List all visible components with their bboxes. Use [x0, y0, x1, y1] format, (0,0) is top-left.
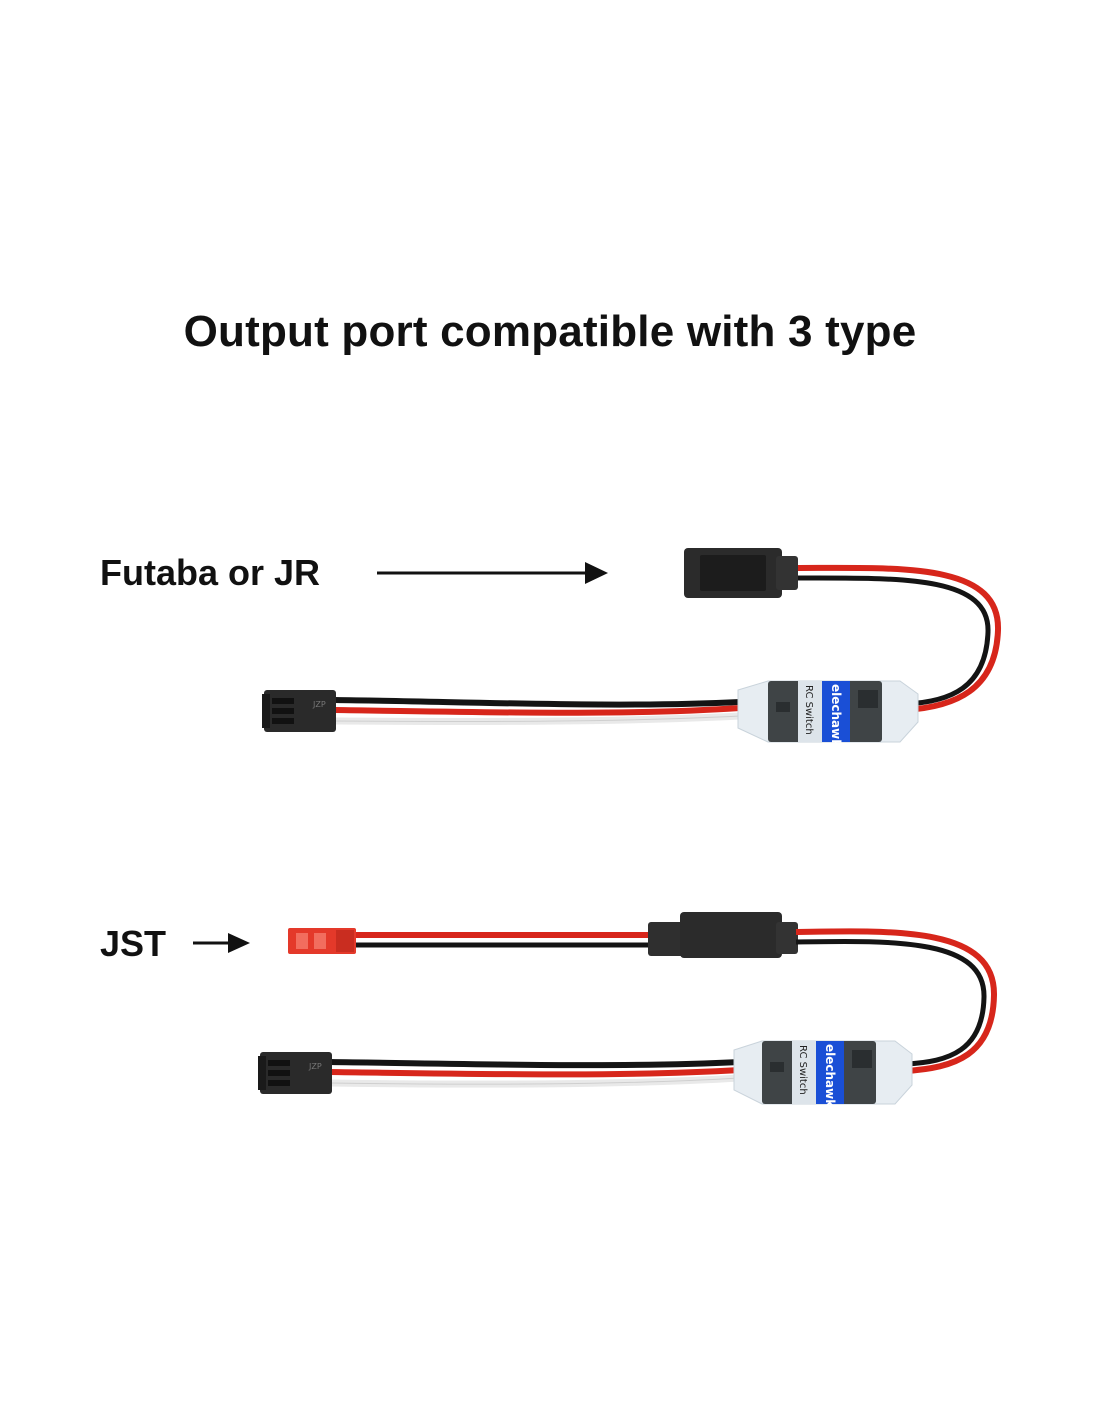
rc-switch-module-bottom: elechawk RC Switch [733, 1040, 913, 1108]
model-label-top: RC Switch [803, 685, 814, 735]
futaba-adapter-plug [648, 912, 798, 958]
jst-label: JST [100, 923, 167, 964]
servo-plug-bottom: JZP [258, 1052, 332, 1094]
futaba-jr-label: Futaba or JR [100, 552, 321, 593]
futaba-cable-assembly: JZP elechawk RC Switch [262, 548, 1002, 748]
futaba-plug [684, 548, 798, 598]
model-label-bottom: RC Switch [797, 1045, 808, 1095]
brand-label-bottom: elechawk [823, 1044, 837, 1108]
page-title: Output port compatible with 3 type [183, 307, 917, 356]
plug-mark-bottom: JZP [308, 1062, 322, 1071]
futaba-arrow [377, 562, 608, 584]
plug-mark-top: JZP [312, 700, 326, 709]
brand-label-top: elechawk [829, 684, 843, 748]
jst-cable-assembly: JZP elechawk RC Switch [258, 912, 998, 1108]
jst-arrow [193, 933, 250, 953]
rc-switch-module-top: elechawk RC Switch [737, 680, 919, 748]
servo-plug-top: JZP [262, 690, 336, 732]
jst-plug [288, 928, 356, 954]
